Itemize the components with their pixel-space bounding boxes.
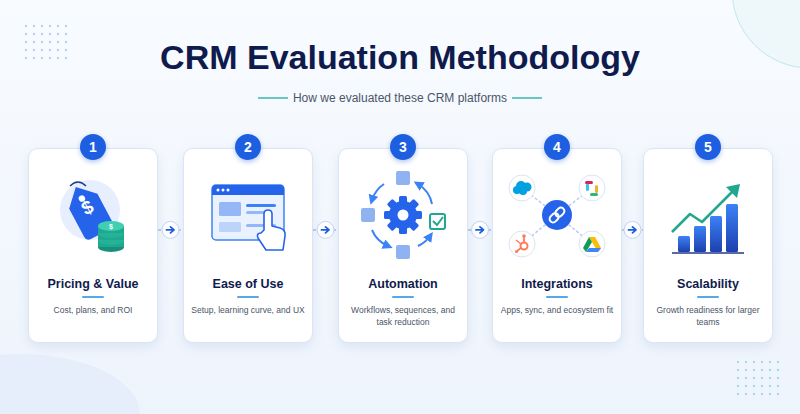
step-number: 1 — [80, 134, 106, 160]
step-title: Automation — [343, 276, 463, 292]
step-number: 5 — [695, 134, 721, 160]
step-number: 3 — [390, 134, 416, 160]
flow-connector-group — [313, 221, 338, 238]
flow-connector-group — [468, 221, 492, 238]
arrow-head — [167, 227, 175, 233]
step-card: AutomationWorkflows, sequences, and task… — [338, 148, 468, 343]
arrow-badge — [317, 221, 334, 238]
arrow-head — [322, 227, 330, 233]
step-number: 4 — [544, 134, 570, 160]
caption-rule — [258, 97, 288, 99]
step-title: Pricing & Value — [33, 276, 153, 292]
arrow-head — [629, 227, 637, 233]
step-card: Ease of UseSetup, learning curve, and UX — [183, 148, 313, 343]
title-divider — [237, 296, 259, 298]
step-description: Apps, sync, and ecosystem fit — [497, 304, 617, 316]
flow-connector-group — [158, 221, 183, 238]
step-number: 2 — [235, 134, 261, 160]
title-divider — [697, 296, 719, 298]
title-divider — [82, 296, 104, 298]
step-card: IntegrationsApps, sync, and ecosystem fi… — [492, 148, 622, 343]
diagram-title: CRM Evaluation Methodology — [0, 38, 800, 77]
arrow-badge — [624, 221, 641, 238]
diagram-subtitle: How we evaluated these CRM platforms — [0, 91, 800, 105]
step-description: Workflows, sequences, and task reduction — [343, 304, 463, 328]
step-description: Setup, learning curve, and UX — [188, 304, 308, 316]
step-card: Pricing & ValueCost, plans, and ROI — [28, 148, 158, 343]
step-title: Ease of Use — [188, 276, 308, 292]
step-card: ScalabilityGrowth readiness for larger t… — [643, 148, 773, 343]
flow-connector-group — [622, 221, 643, 238]
corner-circle — [732, 0, 800, 68]
currency-symbol: $ — [109, 223, 113, 230]
corner-blob — [0, 354, 140, 414]
dot-grid — [736, 356, 784, 396]
step-title: Scalability — [648, 276, 768, 292]
arrow-badge — [162, 221, 179, 238]
dot-grid — [22, 22, 70, 62]
title-divider — [546, 296, 568, 298]
step-title: Integrations — [497, 276, 617, 292]
arrow-head — [476, 227, 484, 233]
arrow-badge — [472, 221, 489, 238]
step-description: Growth readiness for larger teams — [648, 304, 768, 328]
caption-rule — [512, 97, 542, 99]
title-divider — [392, 296, 414, 298]
step-description: Cost, plans, and ROI — [33, 304, 153, 316]
